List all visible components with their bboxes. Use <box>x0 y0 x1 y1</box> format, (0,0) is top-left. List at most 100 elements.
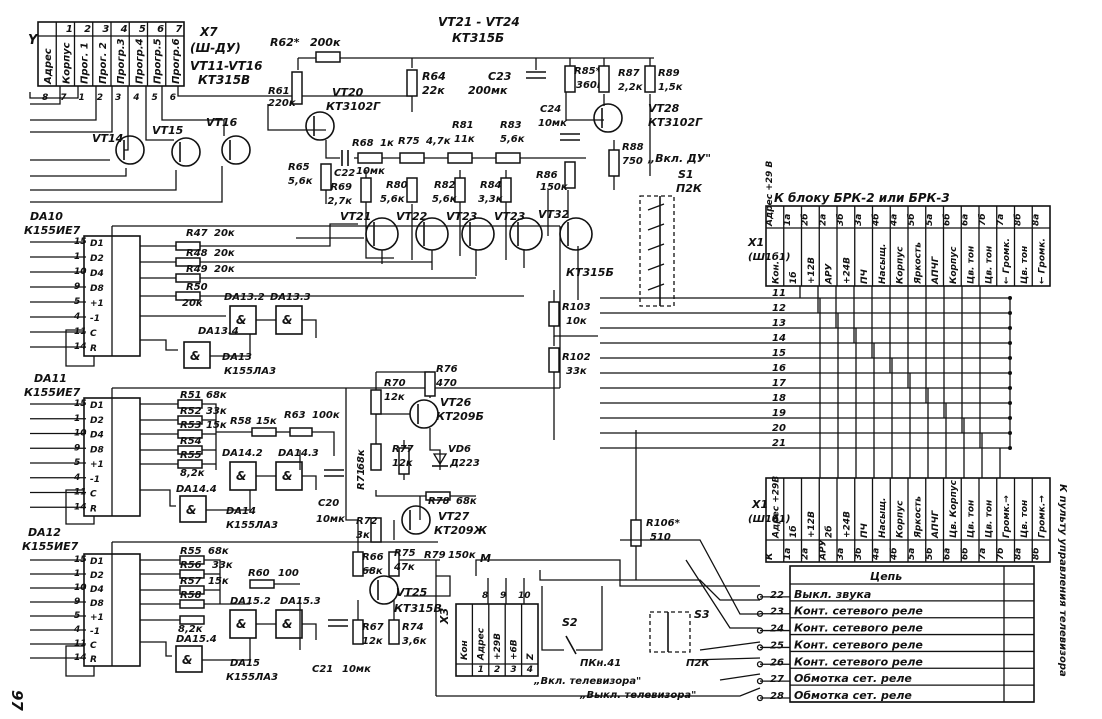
svg-text:C21: C21 <box>312 664 333 675</box>
svg-text:П2К: П2К <box>686 658 710 669</box>
vt23a-transistor: VT23 <box>446 210 495 251</box>
r78-resistor: R78 68к <box>425 491 477 507</box>
svg-text:VT32: VT32 <box>538 208 570 221</box>
switch-s1: S1 П2К <box>639 168 703 307</box>
counter-pin-label: C <box>90 490 97 500</box>
bus-line-num: 13 <box>772 318 786 329</box>
svg-text:R58: R58 <box>180 590 202 601</box>
svg-text:R80: R80 <box>386 180 408 191</box>
x7-type: (Ш-ДУ) <box>190 41 241 55</box>
r64-resistor: R64 22к <box>406 69 446 97</box>
svg-text:5,6к: 5,6к <box>500 134 525 145</box>
svg-text:DA15: DA15 <box>230 658 260 669</box>
r103-resistor: R103 10к <box>548 301 591 327</box>
x1-bot-col-label: 8а <box>1014 548 1024 560</box>
svg-text:68к: 68к <box>456 496 477 507</box>
r81-resistor: R81 11к <box>447 120 475 164</box>
node-m: M <box>480 552 491 565</box>
chain-row-text: Конт. сетевого реле <box>794 622 923 635</box>
da10-resistors: R47 20к R48 20к R49 20к R50 20к <box>175 228 235 309</box>
r83-resistor: R83 5,6к <box>495 120 525 164</box>
svg-text:R56: R56 <box>180 560 202 571</box>
r71-resistor: R71 68к <box>356 443 382 490</box>
x3-col-label: +29В <box>493 633 503 660</box>
counter-pin-label: D8 <box>90 599 104 609</box>
x1-top-col-label: +12В <box>807 257 817 284</box>
x1-bot-col-label: АПЧГ <box>931 509 941 539</box>
vt21-24-label: VT21 - VT24 <box>438 15 520 29</box>
svg-text:3,6к: 3,6к <box>402 636 427 647</box>
x1-top-col-label: 4а <box>889 214 899 227</box>
x1-bot-col-label: 7а <box>978 548 988 560</box>
r75-resistor: R75 4,7к <box>398 136 451 164</box>
chain-row-text: Обмотка сет. реле <box>794 672 912 685</box>
chain-row-num: 26 <box>770 657 784 668</box>
svg-text:R67: R67 <box>362 622 384 633</box>
svg-text:R57: R57 <box>180 576 202 587</box>
x1-bot-col-label: 3б <box>853 547 864 560</box>
svg-text:&: & <box>190 349 200 363</box>
svg-text:10мк: 10мк <box>356 166 385 177</box>
svg-text:8,2к: 8,2к <box>178 624 203 635</box>
svg-text:C23: C23 <box>488 70 512 83</box>
svg-text:КТ3102Г: КТ3102Г <box>648 116 703 129</box>
svg-text:R47: R47 <box>186 228 208 239</box>
switch-s2: S2 ПКн.41 „Вкл. телевизора" „Выкл. телев… <box>533 586 696 701</box>
x7-pin-num: 2 <box>84 24 91 35</box>
r82-resistor: R82 5,6к <box>432 177 466 205</box>
da15-gates: & & & DA15.2 DA15.3 DA15.4 DA15 К155ЛА3 <box>175 596 321 683</box>
vt22-transistor: VT22 <box>396 210 449 251</box>
bus-line-num: 11 <box>772 288 786 299</box>
chain-row-text: Выкл. звука <box>794 588 871 601</box>
r85-resistor: R85* 360к <box>564 65 604 93</box>
svg-text:VT27: VT27 <box>438 510 470 523</box>
svg-text:R69: R69 <box>330 182 352 193</box>
vkl-du-label: „Вкл. ДУ" <box>647 152 711 165</box>
x1-top-col-label: 7б <box>977 213 988 226</box>
chain-terminal <box>756 694 764 702</box>
svg-text:R66: R66 <box>362 552 384 563</box>
x1-top-col-label: АПЧГ <box>931 255 941 285</box>
svg-text:&: & <box>282 469 292 483</box>
x7-pin-label: Корпус <box>61 42 72 84</box>
da12-resistors: R55 68к R56 33к R57 15к R58 8,2к <box>178 546 233 635</box>
svg-text:Д223: Д223 <box>449 458 480 469</box>
x1-top-col-label: Корпус <box>949 246 959 284</box>
x1-top-col-label: Корпус <box>896 246 906 284</box>
x1-top-col-label: 6б <box>942 213 953 226</box>
svg-text:68к: 68к <box>206 390 227 401</box>
svg-text:&: & <box>282 617 292 631</box>
svg-text:R70: R70 <box>384 378 406 389</box>
x1-top-col-label: ПЧ <box>860 268 870 284</box>
x1-top-col-label: Насыщ. <box>878 244 888 284</box>
svg-text:R86: R86 <box>536 170 558 181</box>
svg-text:R62*: R62* <box>270 36 300 49</box>
x1-top-col-label: 8б <box>1013 213 1024 226</box>
svg-text:VT23: VT23 <box>446 210 478 223</box>
r65-resistor: R65 5,6к <box>288 162 332 191</box>
x3-col-num: 3 <box>510 665 516 675</box>
svg-text:„Вкл. телевизора": „Вкл. телевизора" <box>533 676 641 687</box>
svg-text:S3: S3 <box>694 608 710 621</box>
x1-bot-col-label: 1б <box>788 525 799 538</box>
x1-top-col-label: 5б <box>906 213 917 226</box>
svg-text:10мк: 10мк <box>316 514 345 525</box>
svg-text:22к: 22к <box>422 84 445 97</box>
svg-text:VT14: VT14 <box>92 132 123 145</box>
svg-text:68к: 68к <box>208 546 229 557</box>
x3-col-num: 4 <box>526 665 533 675</box>
vt21-24-type: КТ315Б <box>452 31 504 45</box>
svg-text:DA15.2: DA15.2 <box>230 596 271 607</box>
svg-text:DA12: DA12 <box>28 526 61 539</box>
vt16-transistor: VT16 <box>206 116 251 165</box>
svg-text:VT28: VT28 <box>648 102 680 115</box>
x1-top-col-label: ← Громк. <box>1038 238 1048 284</box>
svg-text:10мк: 10мк <box>538 118 567 129</box>
x3-wire-num: 9 <box>500 591 506 601</box>
counter-pin-label: C <box>90 329 97 339</box>
r66-resistor: R66 68к <box>352 551 384 577</box>
svg-text:33к: 33к <box>212 560 233 571</box>
svg-text:Цепь: Цепь <box>870 570 902 583</box>
